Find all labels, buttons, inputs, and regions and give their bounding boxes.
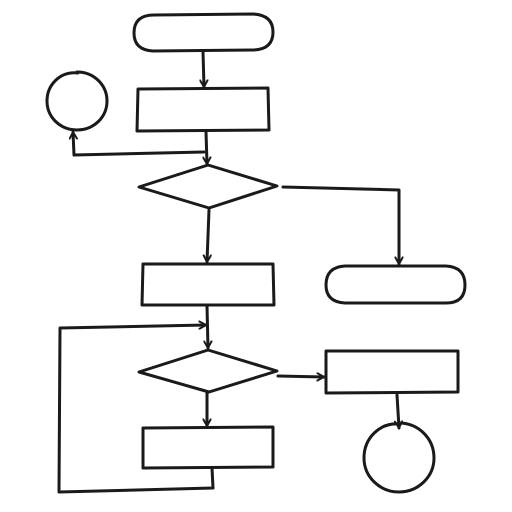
process-3 xyxy=(324,349,460,395)
connector-left xyxy=(45,70,109,132)
start-terminal xyxy=(132,12,275,53)
edge-decision-1-to-end-terminal xyxy=(281,185,399,266)
edge-process-3-to-connector-bottom xyxy=(397,393,399,430)
edge-decision-1-to-connector-left xyxy=(73,130,206,157)
connector-bottom xyxy=(362,421,436,494)
process-1 xyxy=(135,86,271,133)
decision-2 xyxy=(137,348,279,394)
edge-process-2-to-decision-2 xyxy=(207,304,208,350)
process-4 xyxy=(141,425,275,470)
end-terminal xyxy=(324,264,467,305)
edge-process-4-loop-back xyxy=(57,325,215,494)
process-2 xyxy=(140,262,276,307)
edge-process-1-to-decision-1 xyxy=(206,130,207,166)
edge-start-to-process-1 xyxy=(203,50,204,89)
edge-decision-1-to-process-2 xyxy=(207,208,209,264)
edge-decision-2-to-process-3 xyxy=(276,376,326,377)
decision-1 xyxy=(137,163,279,210)
